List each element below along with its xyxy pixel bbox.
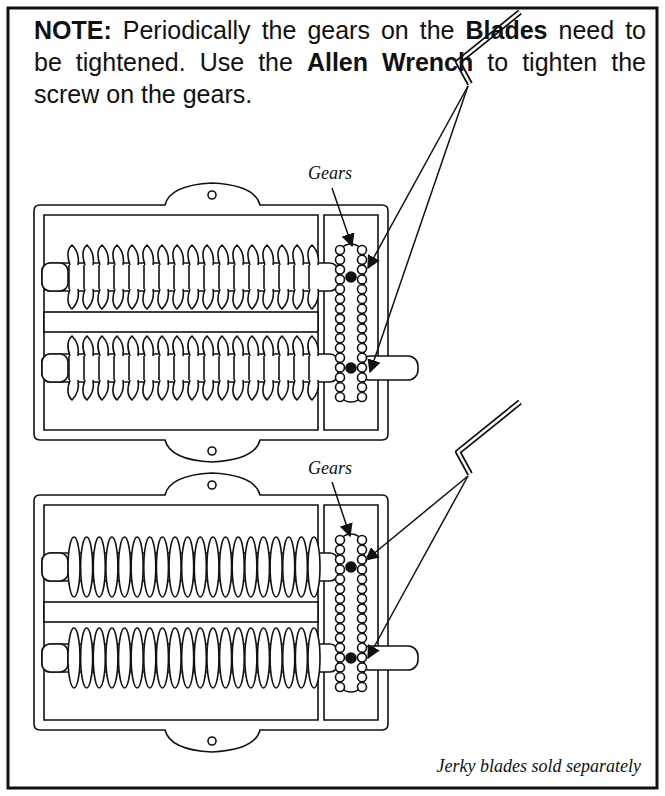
allen-wrench [458, 402, 520, 474]
leader-line [370, 86, 468, 372]
part-label: Gears [306, 163, 354, 183]
gears [336, 244, 367, 402]
leader-line [368, 476, 468, 658]
note-text: NOTE: Periodically the gears on the Blad… [34, 14, 646, 110]
leader-line [368, 86, 468, 268]
gears [336, 534, 367, 692]
part-label: Gears [306, 458, 354, 478]
mount-hole [208, 191, 216, 199]
roller-shaft [42, 263, 338, 291]
blades [68, 245, 318, 309]
divider-bar [44, 312, 318, 332]
housing-frame [44, 215, 378, 430]
leader-line [366, 476, 468, 560]
drive-shaft [360, 356, 418, 380]
housing-plate [34, 473, 388, 752]
leader-line [332, 188, 352, 246]
shaft-end [42, 553, 68, 581]
mount-hole [208, 447, 216, 455]
blade-assembly [34, 473, 418, 752]
caption: Jerky blades sold separately [437, 756, 641, 776]
housing-plate [34, 183, 388, 462]
mount-hole [208, 737, 216, 745]
shaft-end [42, 354, 68, 382]
blades [68, 628, 320, 688]
blades [68, 336, 318, 400]
shaft-end [42, 263, 68, 291]
mount-hole [208, 481, 216, 489]
shaft-end [42, 644, 68, 672]
roller-shaft [42, 354, 338, 382]
note-frame [8, 8, 657, 788]
divider-bar [44, 602, 318, 622]
blades [68, 537, 320, 597]
leader-line [332, 482, 350, 536]
housing-frame [44, 505, 378, 720]
blade-assembly [34, 183, 418, 462]
